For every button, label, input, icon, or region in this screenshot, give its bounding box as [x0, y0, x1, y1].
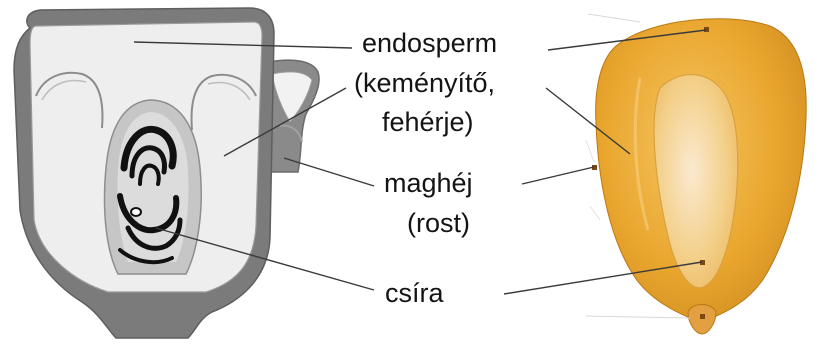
label-germ: csíra — [385, 280, 444, 307]
marker-tip — [700, 314, 705, 319]
label-endosperm-detail-1: (keményítő, — [354, 70, 495, 97]
leader-seed-coat-right — [522, 167, 594, 184]
label-seed-coat: maghéj — [384, 170, 473, 197]
label-seed-coat-detail: (rost) — [407, 210, 470, 237]
whole-kernel-illustration — [586, 14, 806, 334]
kernel-tip — [688, 305, 716, 335]
germ-center — [131, 208, 141, 216]
label-endosperm-detail-2: fehérje) — [382, 109, 474, 136]
cross-section-drawing — [14, 8, 319, 338]
label-endosperm: endosperm — [362, 30, 497, 57]
